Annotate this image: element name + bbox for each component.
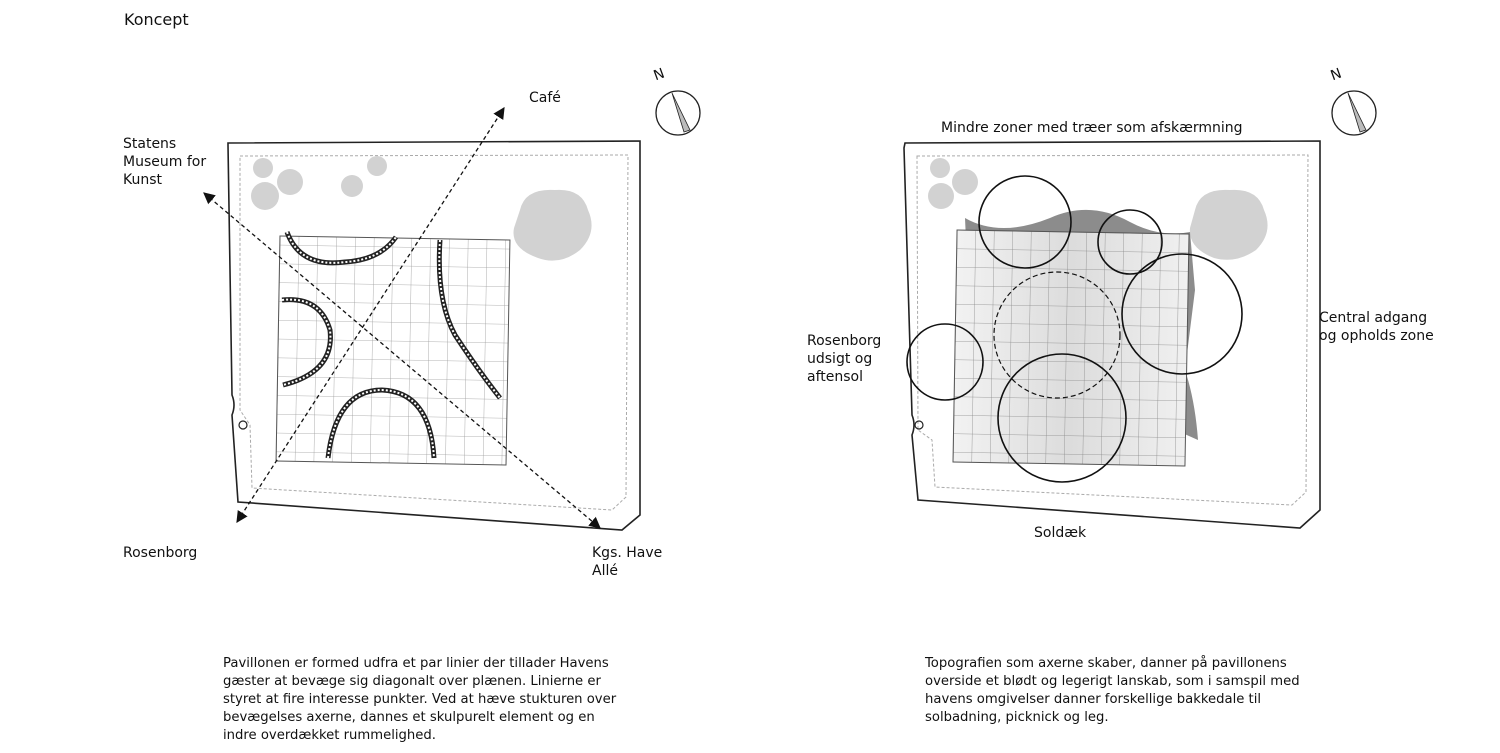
zone-circles (906, 175, 1243, 483)
trees-right (928, 158, 1268, 260)
label-rosenborg: Rosenborg (123, 545, 198, 561)
site-inner-dashed-right (916, 154, 1309, 506)
label-soldaek: Soldæk (1034, 525, 1087, 541)
axis-smk-kgs-have (203, 192, 601, 529)
page-title: Koncept (124, 10, 189, 29)
pavilion-grid-left (275, 235, 511, 466)
caption-left: Pavillonen er formed udfra et par linier… (223, 656, 617, 743)
compass-left (655, 90, 701, 136)
label-cafe: Café (529, 90, 561, 106)
label-statens-museum: Statens Museum for Kunst (123, 136, 207, 188)
label-rosenborg-udsigt: Rosenborg udsigt og aftensol (807, 333, 882, 385)
left-site-plan (203, 90, 701, 531)
label-mindre-zoner: Mindre zoner med træer som afskærmning (941, 120, 1243, 136)
caption-right: Topografien som axerne skaber, danner på… (925, 656, 1300, 725)
label-kgs-have-alle: Kgs. Have Allé (592, 545, 663, 579)
label-central-adgang: Central adgang og opholds zone (1319, 310, 1434, 344)
site-outline-right (903, 140, 1321, 529)
right-site-plan (903, 90, 1377, 529)
compass-right (1331, 90, 1377, 136)
